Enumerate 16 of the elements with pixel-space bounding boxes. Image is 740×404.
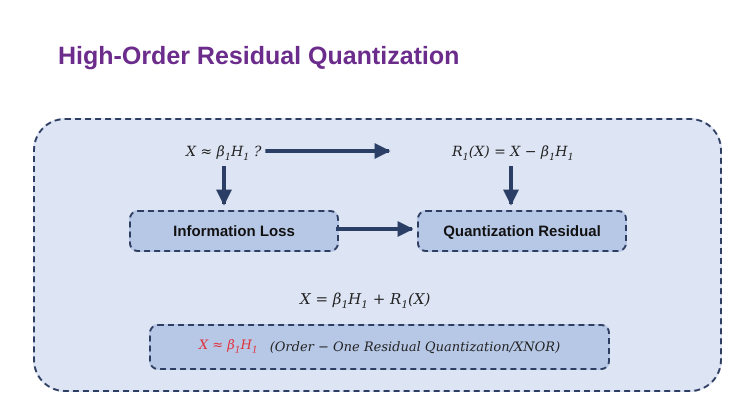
formula: X ≈ β$_{1}$H$_{1}$: [198, 338, 258, 356]
arrow: [216, 166, 232, 206]
formula: X ≈ β$_{1}$H$_{1}$ ?: [186, 144, 262, 162]
panel: [33, 118, 722, 392]
process-box: [149, 324, 610, 370]
formula: (Order − One Residual Quantization/XNOR): [270, 340, 560, 354]
arrow: [336, 221, 414, 237]
arrow: [503, 166, 519, 206]
box-label: Quantization Residual: [443, 222, 601, 240]
arrow: [265, 143, 391, 159]
process-box: [417, 210, 627, 252]
title: High-Order Residual Quantization: [58, 42, 460, 71]
box-label: Information Loss: [173, 222, 295, 240]
formula: X = β$_{1}$H$_{1}$ + R$_{1}$(X): [300, 290, 430, 311]
process-box: [129, 210, 339, 252]
formula: R$_{1}$(X) = X − β$_{1}$H$_{1}$: [452, 144, 574, 162]
